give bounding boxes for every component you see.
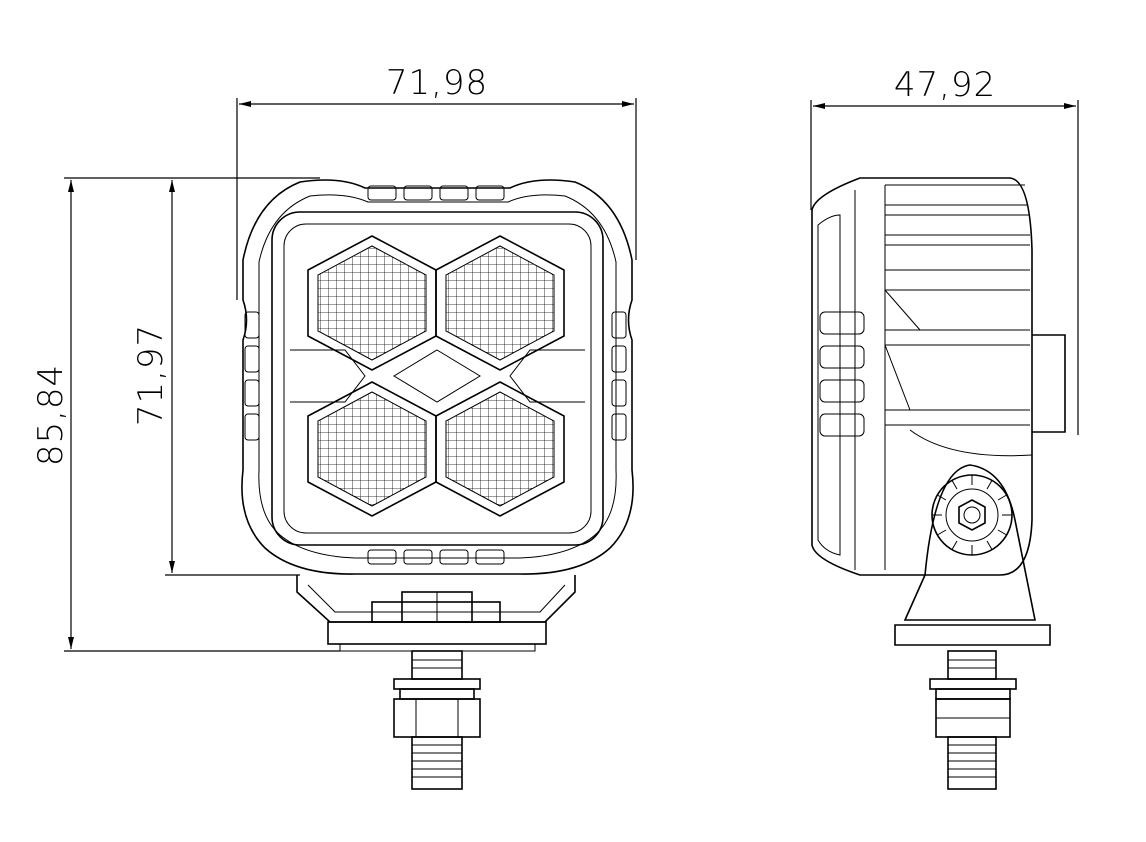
knob-tooth [986, 540, 993, 550]
cooling-fins [884, 184, 1030, 570]
side-vent-tabs [819, 311, 865, 437]
dimension-total-height: 85,84 [31, 177, 340, 652]
vent-tabs [244, 185, 627, 565]
knob-tooth [986, 480, 993, 490]
side-view [811, 177, 1066, 790]
front-view [241, 179, 634, 790]
led-lens [435, 381, 565, 517]
dimension-side-depth: 47,92 [810, 65, 1079, 435]
knob-tooth [937, 494, 947, 501]
side-mount-bolt [929, 650, 1017, 790]
dimension-front-width: 71,98 [236, 63, 637, 300]
knob-tooth [937, 529, 947, 536]
mount-bolt [393, 650, 481, 790]
pivot-knob [903, 464, 1036, 621]
knob-tooth [951, 480, 958, 490]
dimension-label: 71,97 [131, 324, 171, 426]
mount-bracket [296, 575, 576, 652]
knob-tooth [997, 529, 1007, 536]
dimension-label: 71,98 [386, 63, 488, 103]
knob-tooth [951, 540, 958, 550]
dimension-label: 85,84 [31, 364, 71, 466]
led-lens [435, 235, 565, 371]
dimension-housing-height: 71,97 [131, 180, 300, 576]
knob-tooth [997, 494, 1007, 501]
dimension-label: 47,92 [894, 65, 996, 105]
